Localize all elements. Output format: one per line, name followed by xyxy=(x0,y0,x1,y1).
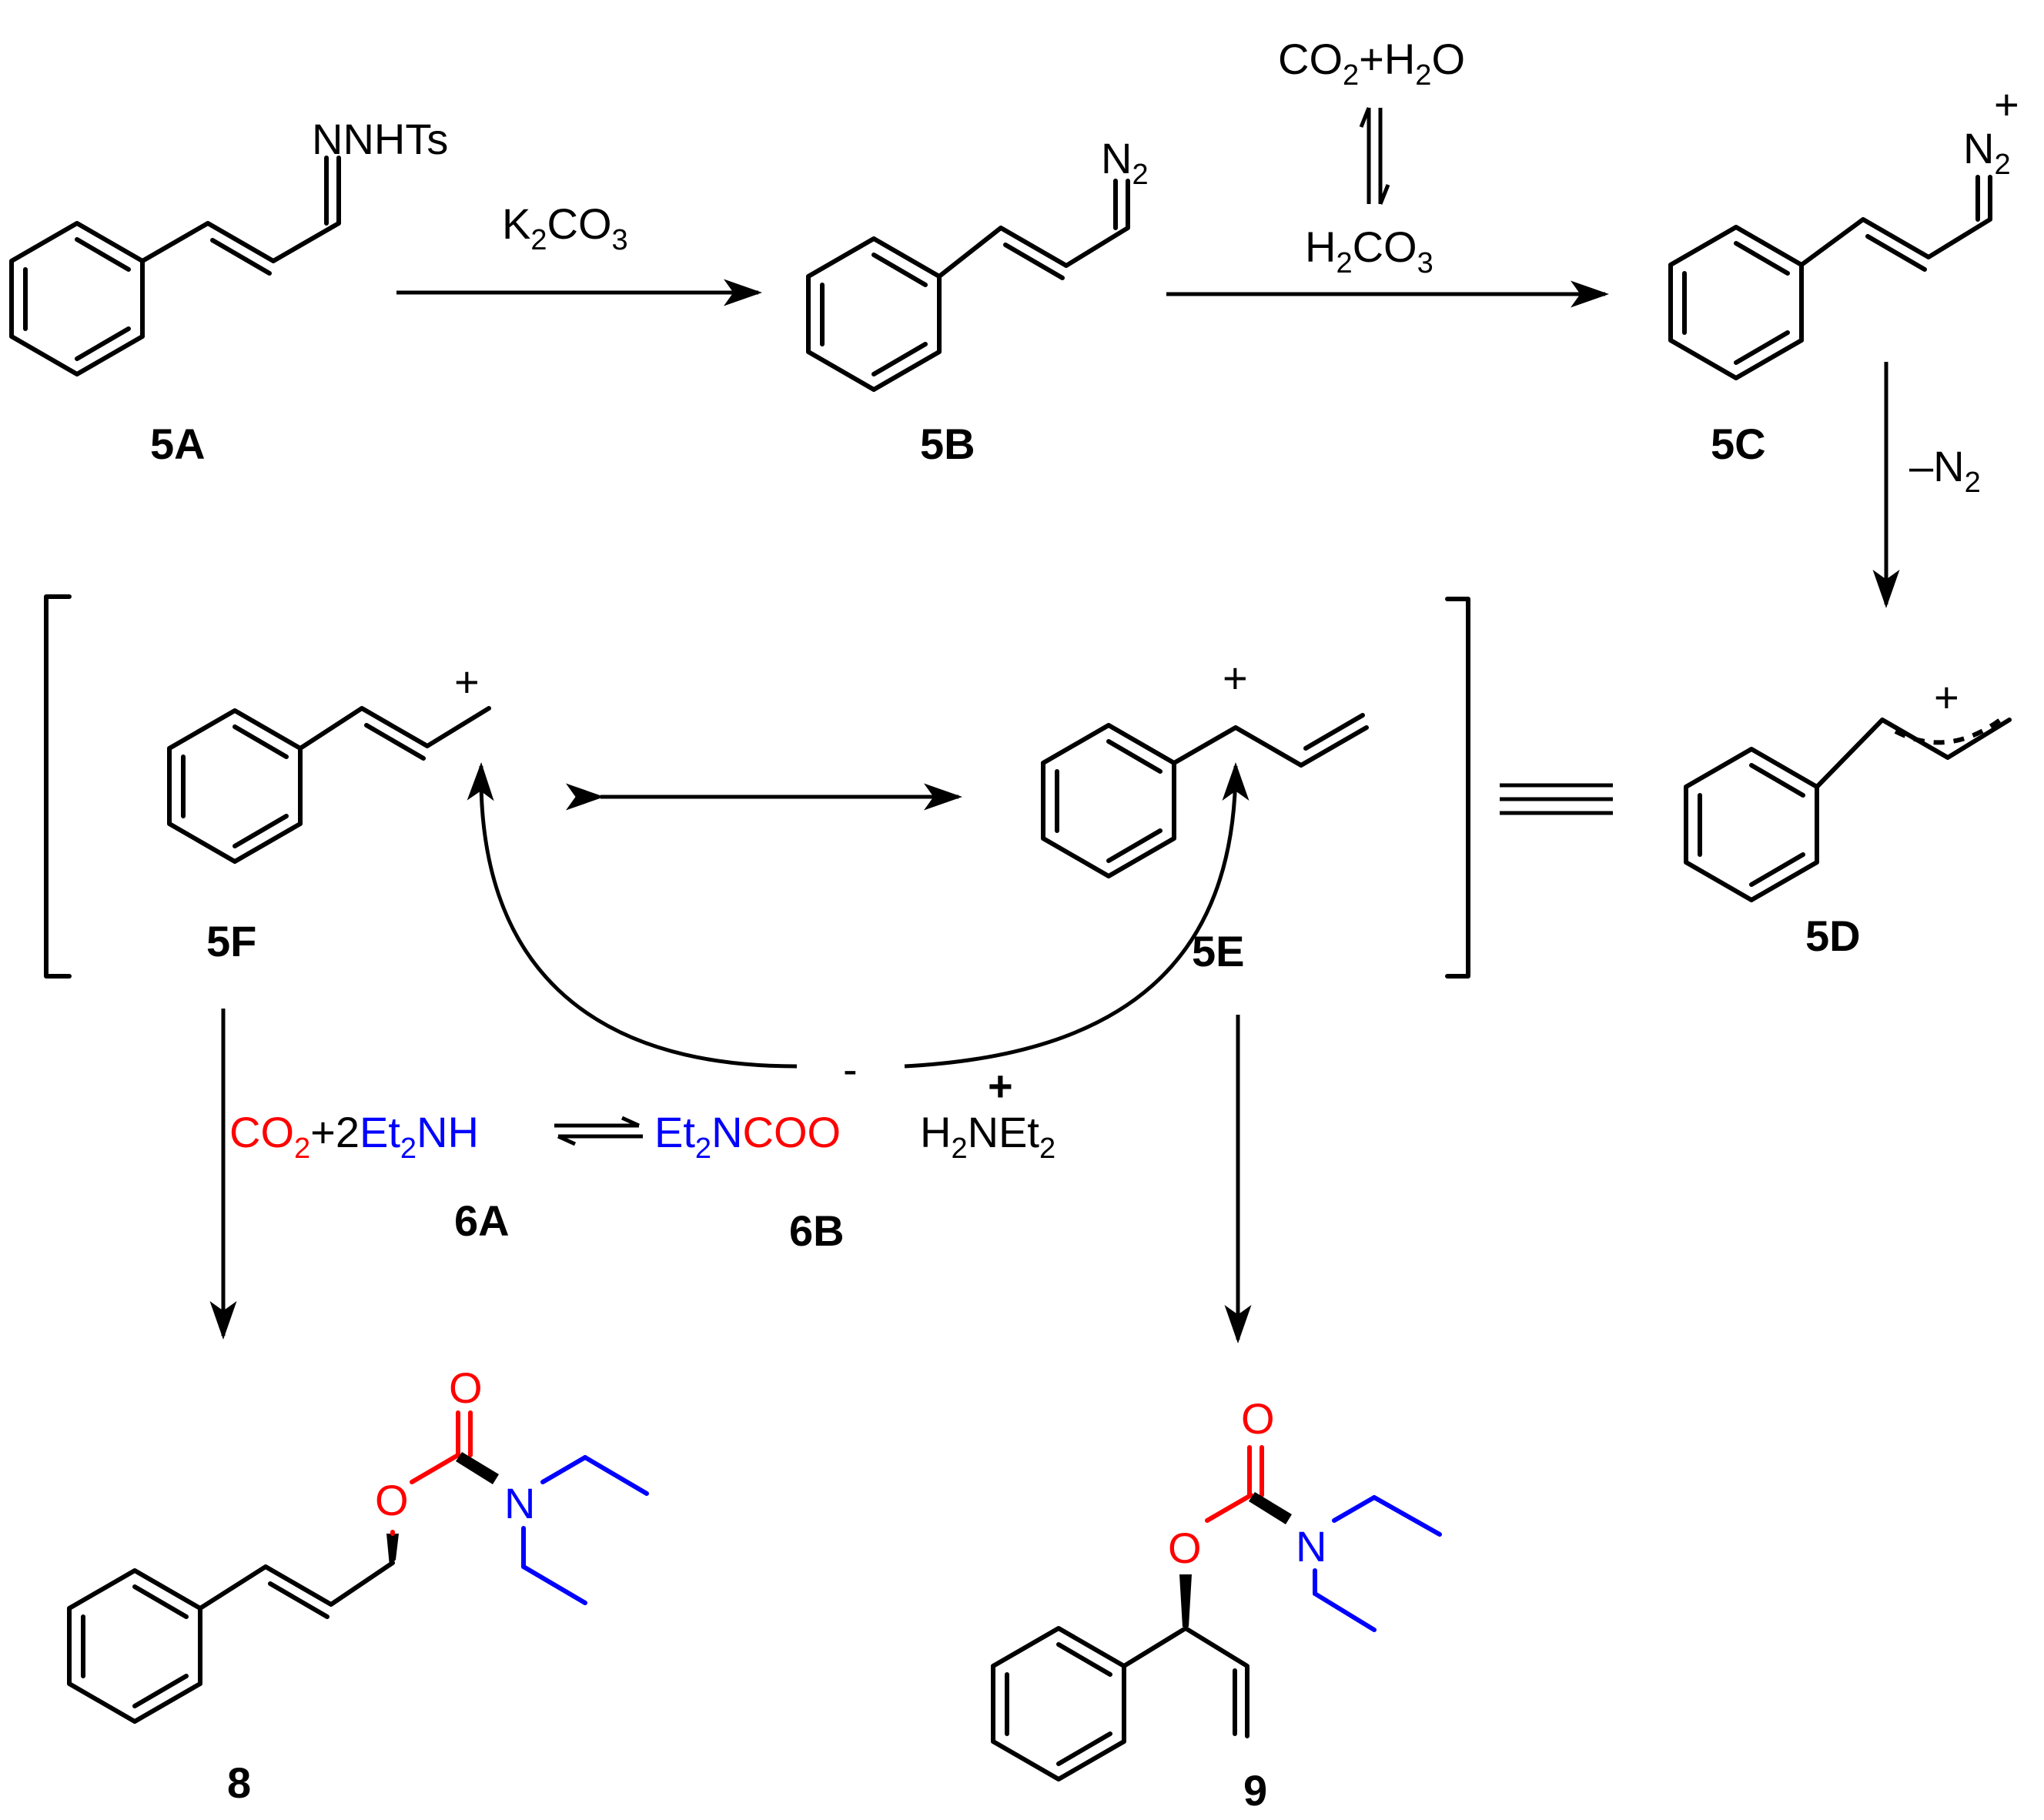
p8-ester-oxygen: O xyxy=(375,1476,409,1524)
diethylammonium: H2NEt2 xyxy=(920,1108,1055,1165)
p9-nitrogen: N xyxy=(1296,1522,1326,1571)
anion-charge: - xyxy=(843,1045,858,1093)
compound-label-6B: 6B xyxy=(789,1206,845,1255)
bracket-right xyxy=(1445,597,1470,979)
structure-9: O O N xyxy=(991,1394,1442,1782)
tosylhydrazone-label: NNHTs xyxy=(312,115,448,163)
equilibrium-arrows-vertical xyxy=(1359,107,1390,205)
structure-5C: N2 + xyxy=(1668,80,2019,380)
equivalence-symbol xyxy=(1500,783,1613,815)
p9-carbonyl-oxygen: O xyxy=(1241,1394,1275,1443)
diazonium-label: N2 xyxy=(1963,124,2011,181)
carbamate-anion: Et2NCOO xyxy=(654,1108,841,1165)
structure-5B: N2 xyxy=(806,134,1149,392)
reagent-H2CO3: H2CO3 xyxy=(1305,222,1433,279)
structure-8: O O N xyxy=(67,1363,649,1724)
structure-5F: + xyxy=(167,657,491,864)
bracket-left xyxy=(44,594,72,979)
curved-arrow-to-5E xyxy=(904,762,1249,1069)
diazo-label: N2 xyxy=(1101,134,1149,191)
equilibrium-arrows-horizontal xyxy=(554,1116,643,1146)
ammonium-charge: + xyxy=(988,1062,1013,1110)
structure-5D: + xyxy=(1684,673,2012,902)
structure-5E: + xyxy=(1041,654,1369,878)
cation-charge-5F: + xyxy=(454,657,480,706)
cation-charge-5D: + xyxy=(1934,673,1959,721)
p8-nitrogen: N xyxy=(504,1479,535,1527)
compound-label-5C: 5C xyxy=(1711,420,1766,468)
p8-carbonyl-oxygen: O xyxy=(449,1363,483,1412)
reagent-loss-N2: –N2 xyxy=(1909,442,1981,499)
compound-label-5E: 5E xyxy=(1192,927,1245,975)
compound-label-5B: 5B xyxy=(920,420,975,468)
compound-label-5F: 5F xyxy=(206,917,256,965)
co2-plus-amine: CO2+2Et2NH xyxy=(229,1108,479,1165)
p9-ester-oxygen: O xyxy=(1168,1524,1202,1572)
compound-label-8: 8 xyxy=(227,1758,251,1807)
compound-label-6A: 6A xyxy=(454,1196,510,1245)
diazonium-charge: + xyxy=(1994,80,2019,129)
curved-arrow-to-5F xyxy=(467,762,798,1069)
cation-charge-5E: + xyxy=(1223,654,1248,702)
compound-label-5D: 5D xyxy=(1805,912,1861,960)
compound-label-9: 9 xyxy=(1243,1766,1267,1815)
reagent-CO2-H2O: CO2+H2O xyxy=(1278,35,1465,92)
structure-5A: NNHTs xyxy=(9,115,448,376)
compound-label-5A: 5A xyxy=(150,420,206,468)
reagent-K2CO3: K2CO3 xyxy=(502,199,628,256)
